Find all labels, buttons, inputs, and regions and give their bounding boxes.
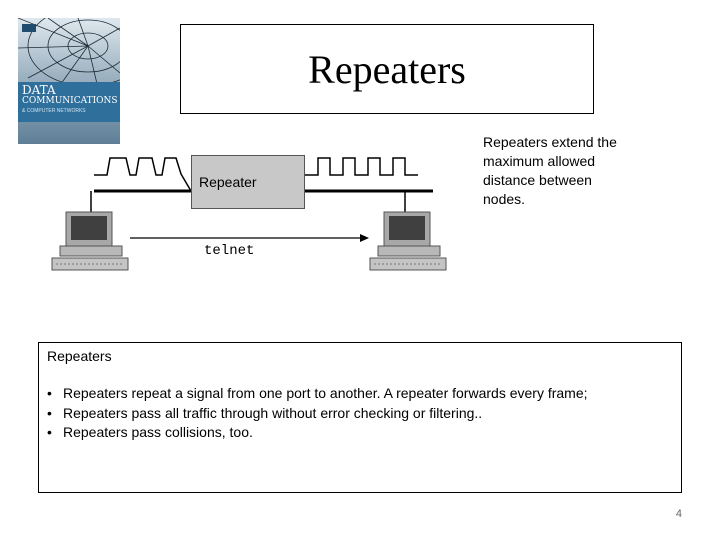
cover-title-band: [18, 82, 120, 122]
title-frame: [180, 24, 594, 114]
bullet-text: Repeaters pass collisions, too.: [63, 424, 253, 440]
bullet-dot-icon: •: [47, 385, 52, 401]
signal-wave-degraded: [94, 157, 192, 192]
bullet-dot-icon: •: [47, 424, 52, 440]
repeater-label: Repeater: [199, 174, 257, 190]
bullet-item: • Repeaters pass all traffic through with…: [47, 404, 677, 424]
computer-right-icon: [369, 211, 447, 271]
bullet-text: Repeaters pass all traffic through witho…: [63, 404, 483, 421]
repeater-diagram: [51, 157, 447, 271]
cover-subtitle: & COMPUTER NETWORKS: [22, 108, 86, 114]
cover-spokes-graphic: [18, 18, 120, 89]
page-number: 4: [675, 508, 682, 520]
cover-title: DATA COMMUNICATIONS: [22, 84, 120, 107]
cover-title-line2: COMMUNICATIONS: [22, 96, 118, 106]
telnet-arrowhead-icon: [360, 234, 369, 242]
signal-wave-regenerated: [305, 157, 418, 176]
content-frame: [38, 342, 682, 493]
content-heading: Repeaters: [47, 348, 112, 364]
bullet-list: • Repeaters repeat a signal from one port…: [47, 384, 677, 443]
repeater-device-box: [191, 155, 305, 209]
cover-title-line1: DATA: [22, 83, 56, 97]
bullet-text: Repeaters repeat a signal from one port …: [63, 385, 588, 401]
side-note: Repeaters extend the maximum allowed dis…: [483, 134, 617, 207]
slide-title: Repeaters: [308, 47, 466, 92]
telnet-label: telnet: [204, 243, 255, 259]
computer-left-icon: [51, 211, 129, 271]
bullet-item: • Repeaters pass collisions, too.: [47, 423, 677, 443]
book-cover-image: DATA COMMUNICATIONS & COMPUTER NETWORKS: [18, 18, 120, 144]
bullet-item: • Repeaters repeat a signal from one port…: [47, 384, 677, 404]
bullet-dot-icon: •: [47, 404, 52, 421]
